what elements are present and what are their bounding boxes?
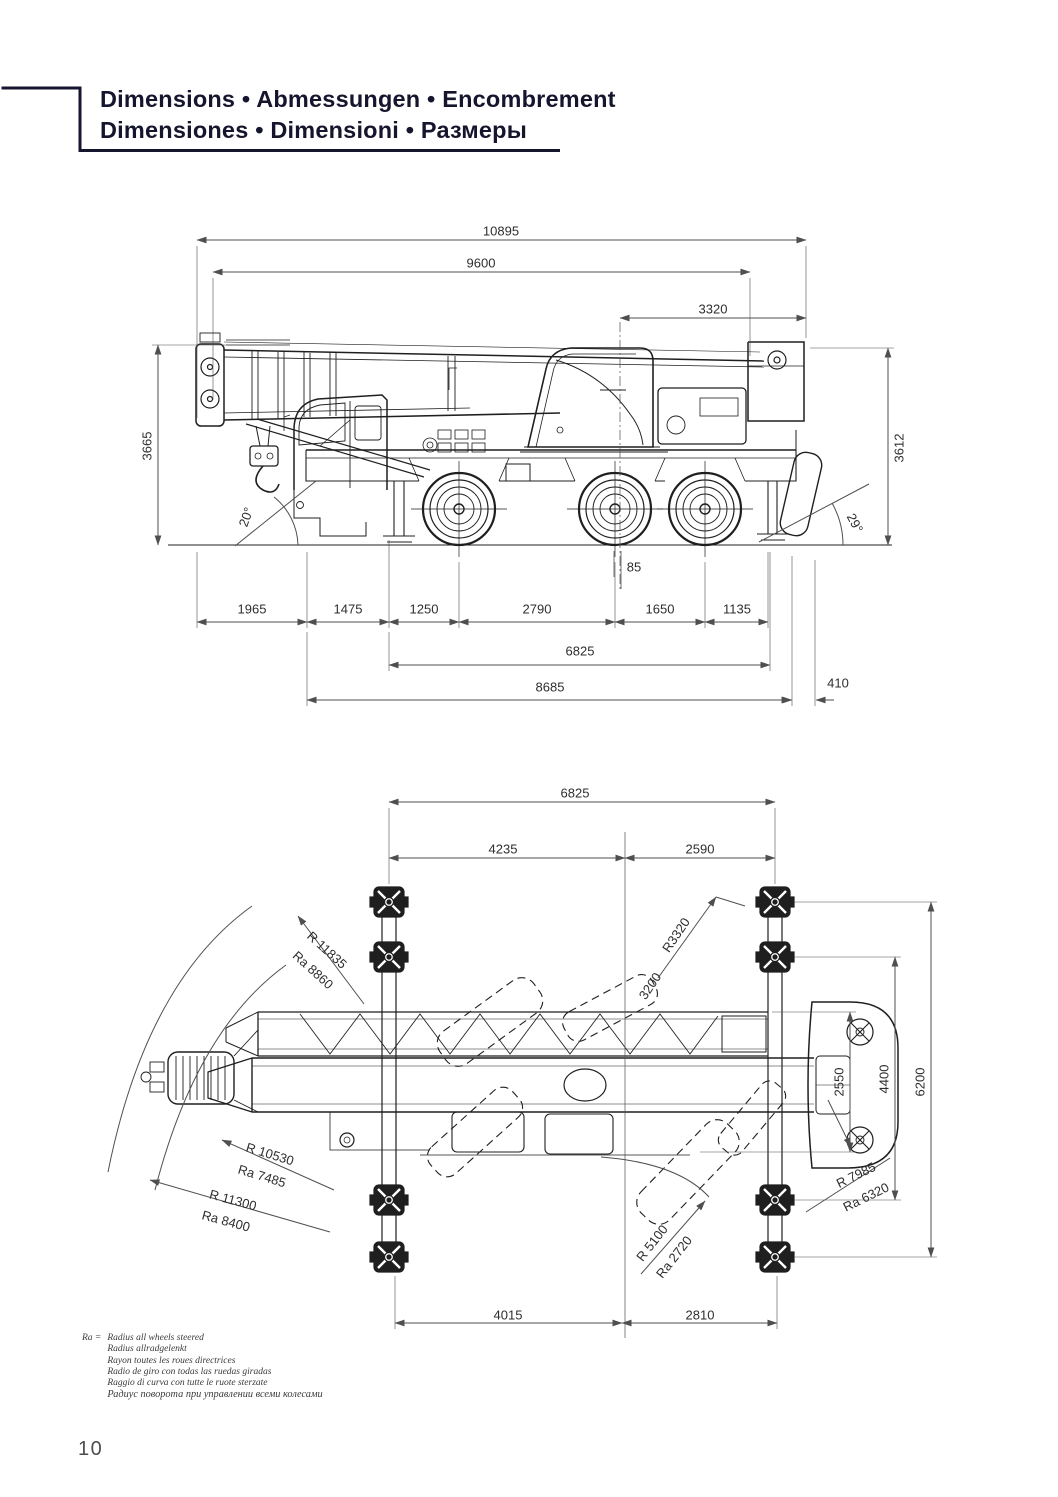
dim-label-overall-length: 10895 — [482, 223, 520, 239]
dim-label-wheelbase-2: 1650 — [645, 601, 675, 617]
dim-label-front-pads: 4015 — [493, 1307, 523, 1323]
dim-label-seg-1965: 1965 — [237, 601, 267, 617]
dim-label-height-rear: 3612 — [891, 433, 907, 463]
page-title: Dimensions • Abmessungen • Encombrement … — [100, 84, 616, 146]
side-view-dimensions — [152, 236, 894, 706]
radius-legend: Ra = Radius all wheels steered Radius al… — [82, 1333, 323, 1401]
dim-label-width-6200: 6200 — [912, 1067, 928, 1097]
legend-prefix: Ra = — [82, 1333, 102, 1343]
top-view-dimensions — [107, 798, 937, 1338]
dim-label-seg-1135: 1135 — [723, 601, 751, 617]
dim-label-center-offset: 85 — [626, 559, 642, 575]
dim-label-wheelbase-1: 2790 — [522, 601, 552, 617]
legend-line-en: Radius all wheels steered — [107, 1333, 204, 1343]
header-rule — [1, 86, 560, 152]
legend-line-fr: Rayon toutes les roues directrices — [107, 1355, 236, 1366]
dim-label-center-to-rear: 2590 — [685, 841, 715, 857]
side-view-drawing — [168, 332, 892, 557]
dim-label-seg-1250: 1250 — [409, 601, 439, 617]
dim-label-seg-1475: 1475 — [333, 601, 363, 617]
dim-label-width-2550: 2550 — [831, 1067, 847, 1097]
dim-label-rear-pads: 2810 — [685, 1307, 715, 1323]
legend-line-ru: Радиус поворота при управлении всеми кол… — [107, 1389, 323, 1401]
dim-label-tail-length: 3320 — [698, 301, 728, 317]
page-title-line1: Dimensions • Abmessungen • Encombrement — [100, 86, 616, 112]
legend-line-de: Radius allradgelenkt — [107, 1344, 187, 1355]
page-title-line2: Dimensiones • Dimensioni • Размеры — [100, 117, 527, 143]
dim-label-front-to-center: 4235 — [488, 841, 518, 857]
legend-line-es: Radio de giro con todas las ruedas girad… — [107, 1366, 272, 1377]
legend-line-it: Raggio di curva con tutte le ruote sterz… — [107, 1378, 268, 1389]
dim-label-boom-length: 9600 — [466, 255, 496, 271]
dim-label-height-front: 3665 — [139, 431, 155, 461]
page-number: 10 — [78, 1438, 104, 1460]
dim-label-width-4400: 4400 — [876, 1064, 892, 1094]
dim-label-8685: 8685 — [535, 679, 565, 695]
dim-label-outrigger-base-side: 6825 — [565, 643, 595, 659]
top-view-drawing — [140, 885, 899, 1274]
dim-label-rear-overhang: 410 — [827, 675, 849, 691]
dim-label-outrigger-base-top: 6825 — [560, 785, 590, 801]
